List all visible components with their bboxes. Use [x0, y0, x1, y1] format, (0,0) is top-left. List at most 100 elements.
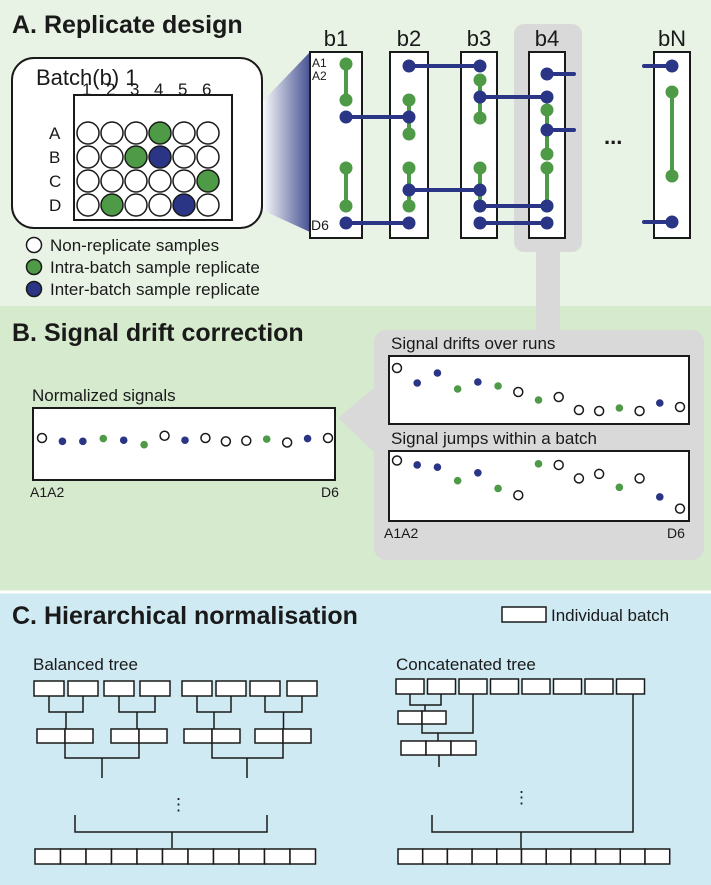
signal-point: [119, 436, 128, 445]
intra-batch-replicate-dot: [339, 199, 353, 213]
plate-column-label: 1: [82, 80, 91, 99]
plate-column-label: 6: [202, 80, 211, 99]
plate-well: [172, 169, 196, 193]
signal-point: [413, 461, 422, 469]
signal-point: [474, 378, 482, 386]
batch-block: [496, 848, 523, 865]
plate-well: [148, 121, 172, 145]
signal-point: [553, 459, 564, 471]
batch-block: [545, 848, 572, 865]
plate-well: [172, 145, 196, 169]
batch-block: [286, 680, 318, 697]
signal-point: [453, 385, 462, 393]
batch-block: [421, 710, 447, 725]
signal-point: [655, 493, 664, 501]
signal-point: [513, 489, 524, 501]
batch-block: [139, 680, 171, 697]
plate-well: [172, 121, 196, 145]
batch-block: [400, 740, 427, 756]
batch-block: [138, 728, 168, 744]
inter-batch-replicate-dot: [339, 216, 353, 230]
batch-block: [421, 848, 449, 865]
jump-axis-start: A1A2: [384, 525, 418, 541]
intra-batch-replicate-dot: [665, 169, 679, 183]
signal-point: [433, 463, 442, 472]
batch-column-label: b1: [324, 26, 348, 51]
first-well-label: A1: [312, 56, 327, 70]
batch-block: [289, 848, 317, 865]
batch-block: [594, 848, 622, 865]
signal-point: [36, 432, 48, 444]
batch-block: [552, 678, 583, 695]
signal-point: [573, 473, 585, 484]
plate-well: [100, 169, 124, 193]
batch-block: [458, 678, 488, 695]
plate-well: [100, 193, 124, 217]
batch-block: [85, 848, 113, 865]
intra-batch-replicate-dot: [665, 85, 679, 99]
inter-batch-replicate-dot: [473, 59, 487, 73]
signal-point: [391, 362, 403, 374]
signal-point: [262, 435, 271, 443]
inter-batch-replicate-dot: [540, 123, 554, 137]
signal-point: [303, 434, 312, 443]
batch-block: [67, 680, 99, 697]
signal-point: [615, 404, 624, 412]
panel-c-background: [0, 592, 711, 885]
signal-point: [453, 476, 462, 485]
batch-block: [425, 740, 452, 756]
batch-block: [249, 680, 281, 697]
plate-well: [100, 121, 124, 145]
batch-block: [211, 728, 241, 744]
panel-a-title: A. Replicate design: [12, 11, 243, 39]
intra-batch-replicate-dot: [473, 161, 487, 175]
plate-row-label: C: [49, 172, 61, 191]
plate-well: [196, 145, 220, 169]
signal-point: [391, 455, 403, 466]
intra-batch-replicate-dot: [473, 73, 487, 87]
b4-connector: [536, 250, 560, 330]
signal-point: [655, 399, 664, 407]
plate-well: [148, 169, 172, 193]
batch-column-box: [309, 51, 363, 239]
signal-point: [99, 434, 108, 443]
batch-block: [64, 728, 94, 744]
tree-connector: [421, 694, 474, 734]
signal-point: [281, 437, 293, 448]
inter-batch-replicate-dot: [402, 216, 416, 230]
intra-batch-replicate-dot: [402, 127, 416, 141]
batch-block: [215, 680, 247, 697]
batch-block: [238, 848, 266, 865]
signal-point: [534, 396, 543, 404]
inter-batch-replicate-dot: [473, 90, 487, 104]
batch-block: [254, 728, 284, 744]
legend-label: Non-replicate samples: [50, 236, 219, 255]
plate-well: [76, 193, 100, 217]
batch-column-label: b2: [397, 26, 421, 51]
legend-swatch-blue: [25, 280, 43, 298]
batch-block: [110, 728, 140, 744]
batch-block: [59, 848, 87, 865]
plate-row-label: A: [49, 124, 61, 143]
signal-point: [322, 432, 334, 444]
intra-batch-replicate-dot: [339, 57, 353, 71]
batch-block: [397, 710, 423, 725]
inter-batch-replicate-dot: [473, 216, 487, 230]
plate-well: [124, 169, 148, 193]
intra-batch-replicate-dot: [339, 93, 353, 107]
batch-block: [520, 848, 547, 865]
batch-block: [446, 848, 473, 865]
signal-point: [674, 503, 686, 514]
signal-point: [573, 404, 585, 416]
batch-block: [584, 678, 614, 695]
plate-well: [100, 145, 124, 169]
plate-well: [76, 145, 100, 169]
plate-well: [172, 193, 196, 217]
batch-column-label: b4: [535, 26, 559, 51]
jump-axis-end: D6: [667, 525, 685, 541]
plate-well: [196, 121, 220, 145]
signal-point: [140, 440, 148, 449]
legend-swatch-white: [25, 236, 43, 254]
batch-block: [282, 728, 312, 744]
